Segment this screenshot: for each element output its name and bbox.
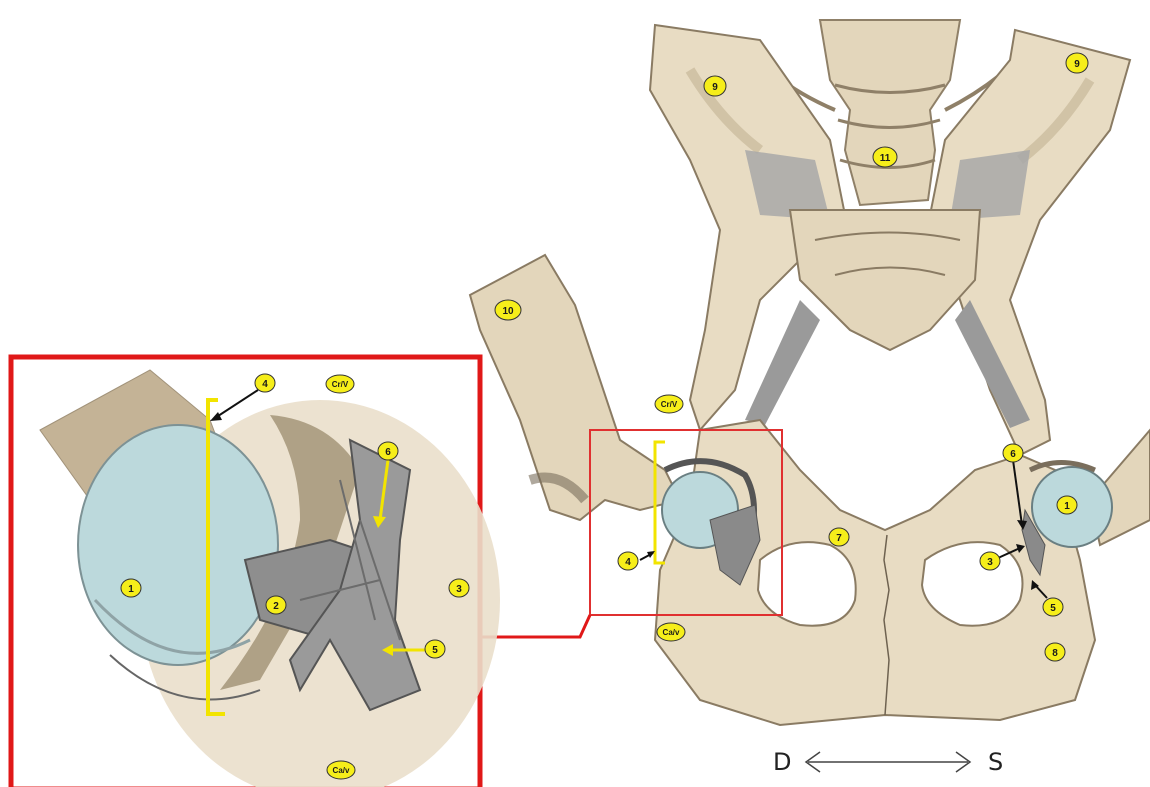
svg-text:10: 10 <box>502 306 514 317</box>
svg-text:6: 6 <box>385 447 391 458</box>
label-1-inset: 1 <box>121 579 141 597</box>
sacrum <box>790 210 980 350</box>
svg-text:Ca/v: Ca/v <box>663 628 680 637</box>
label-4-inset: 4 <box>255 374 275 392</box>
label-9-left: 9 <box>704 76 726 96</box>
svg-text:3: 3 <box>987 557 993 568</box>
label-11: 11 <box>873 147 897 167</box>
svg-text:4: 4 <box>625 557 631 568</box>
inset-panel <box>11 357 500 787</box>
label-cr-v-main: Cr/V <box>655 395 683 413</box>
svg-text:11: 11 <box>880 153 891 164</box>
svg-text:1: 1 <box>1064 501 1070 512</box>
label-ca-v-main: Ca/v <box>657 623 685 641</box>
label-4-main: 4 <box>618 552 638 570</box>
svg-text:5: 5 <box>1050 603 1056 614</box>
inset-femoral-head <box>78 425 278 665</box>
svg-text:Cr/V: Cr/V <box>661 400 678 409</box>
left-femur-shaft <box>470 255 680 520</box>
label-ca-v-inset: Ca/v <box>327 761 355 779</box>
svg-text:Cr/V: Cr/V <box>332 380 349 389</box>
label-10: 10 <box>495 300 521 320</box>
label-cr-v-inset: Cr/V <box>326 375 354 393</box>
svg-text:5: 5 <box>432 645 438 656</box>
pelvis-illustration <box>470 20 1150 725</box>
label-5-main: 5 <box>1043 598 1063 616</box>
svg-text:9: 9 <box>712 82 718 93</box>
direction-indicator: D S <box>773 748 1003 776</box>
svg-text:Ca/v: Ca/v <box>333 766 350 775</box>
svg-text:6: 6 <box>1010 449 1016 460</box>
svg-text:9: 9 <box>1074 59 1080 70</box>
label-6-main: 6 <box>1003 444 1023 462</box>
svg-text:2: 2 <box>273 601 279 612</box>
label-6-inset: 6 <box>378 442 398 460</box>
label-3-main: 3 <box>980 552 1000 570</box>
label-9-right: 9 <box>1066 53 1088 73</box>
label-3-inset: 3 <box>449 579 469 597</box>
svg-text:3: 3 <box>456 584 462 595</box>
direction-left-label: D <box>773 748 791 776</box>
label-8: 8 <box>1045 643 1065 661</box>
svg-text:4: 4 <box>262 379 268 390</box>
svg-text:1: 1 <box>128 584 134 595</box>
label-7: 7 <box>829 528 849 546</box>
label-5-inset: 5 <box>425 640 445 658</box>
svg-text:8: 8 <box>1052 648 1058 659</box>
direction-right-label: S <box>988 748 1003 776</box>
svg-text:7: 7 <box>836 533 842 544</box>
label-1-main: 1 <box>1057 496 1077 514</box>
label-2-inset: 2 <box>266 596 286 614</box>
